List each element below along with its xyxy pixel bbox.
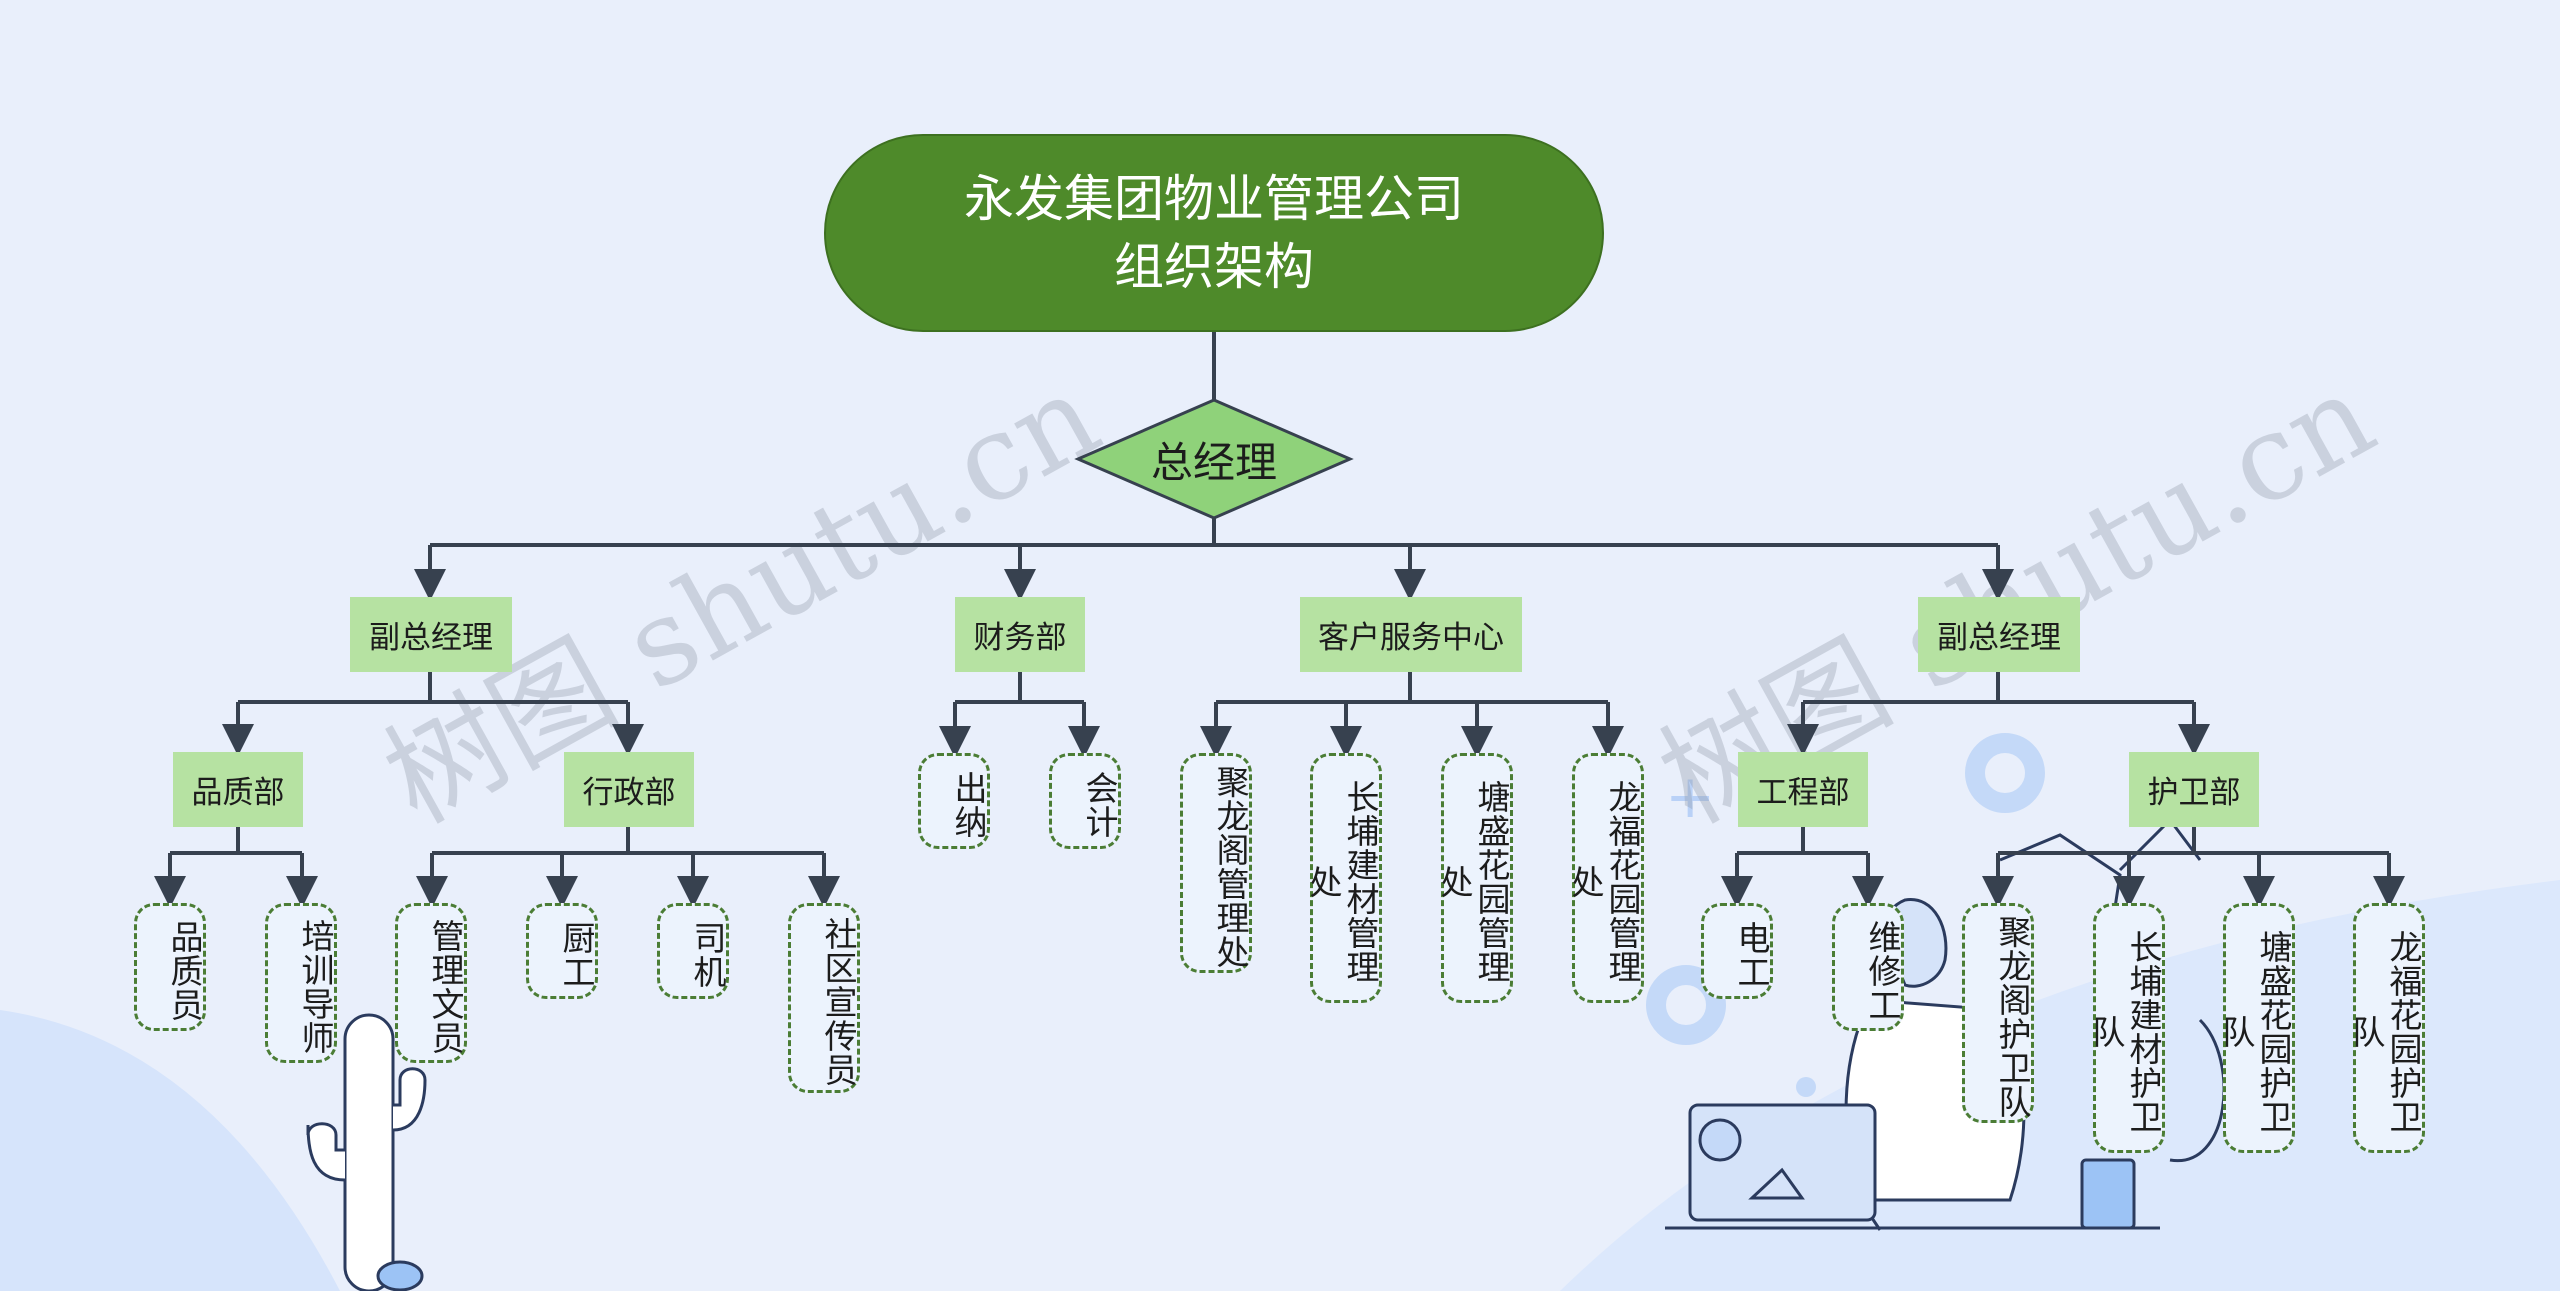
node-quality-dept[interactable]: 品质部 bbox=[173, 752, 303, 827]
leaf-cashier[interactable]: 出纳 bbox=[918, 753, 990, 849]
node-customer-service[interactable]: 客户服务中心 bbox=[1300, 597, 1522, 672]
leaf-changpu-office[interactable]: 长埔建材管理处 bbox=[1304, 753, 1382, 1003]
leaf-julongge-guard[interactable]: 聚龙阁护卫队 bbox=[1962, 903, 2034, 1123]
leaf-community-promoter[interactable]: 社区宣传员 bbox=[788, 903, 860, 1093]
leaf-longfu-guard[interactable]: 龙福花园护卫队 bbox=[2347, 903, 2425, 1153]
leaf-electrician[interactable]: 电工 bbox=[1701, 903, 1773, 999]
connector-vp-right bbox=[1787, 672, 2210, 756]
node-admin-dept[interactable]: 行政部 bbox=[564, 752, 694, 827]
leaf-changpu-guard[interactable]: 长埔建材护卫队 bbox=[2087, 903, 2165, 1153]
node-finance[interactable]: 财务部 bbox=[955, 597, 1085, 672]
leaf-quality-inspector[interactable]: 品质员 bbox=[134, 903, 206, 1031]
node-security-dept[interactable]: 护卫部 bbox=[2129, 752, 2259, 827]
leaf-tangsheng-guard[interactable]: 塘盛花园护卫队 bbox=[2217, 903, 2295, 1153]
connector-customer bbox=[1200, 672, 1624, 758]
gm-node-label[interactable]: 总经理 bbox=[1150, 437, 1277, 487]
connector-finance bbox=[939, 672, 1100, 758]
connector-quality bbox=[154, 827, 318, 908]
node-vice-gm-left[interactable]: 副总经理 bbox=[350, 597, 512, 672]
leaf-kitchen-staff[interactable]: 厨工 bbox=[526, 903, 598, 999]
leaf-tangsheng-office[interactable]: 塘盛花园管理处 bbox=[1435, 753, 1513, 1003]
leaf-admin-clerk[interactable]: 管理文员 bbox=[395, 903, 467, 1063]
node-vice-gm-right[interactable]: 副总经理 bbox=[1918, 597, 2080, 672]
leaf-accountant[interactable]: 会计 bbox=[1049, 753, 1121, 849]
gm-diamond bbox=[1074, 398, 1354, 520]
leaf-longfu-office[interactable]: 龙福花园管理处 bbox=[1566, 753, 1644, 1003]
connector-gm-level1 bbox=[414, 518, 2014, 601]
leaf-training-instructor[interactable]: 培训导师 bbox=[265, 903, 337, 1063]
cactus-illustration bbox=[306, 1013, 427, 1291]
svg-text:+: + bbox=[1665, 762, 1715, 832]
leaf-maintenance-worker[interactable]: 维修工 bbox=[1832, 903, 1904, 1031]
connector-admin bbox=[416, 827, 840, 908]
leaf-julongge-office[interactable]: 聚龙阁管理处 bbox=[1180, 753, 1252, 973]
connector-vp-left bbox=[222, 672, 644, 756]
connector-engineering bbox=[1721, 827, 1884, 908]
root-node-title[interactable]: 永发集团物业管理公司 组织架构 bbox=[824, 134, 1604, 332]
leaf-driver[interactable]: 司机 bbox=[657, 903, 729, 999]
connector-security bbox=[1982, 827, 2405, 908]
node-engineering-dept[interactable]: 工程部 bbox=[1738, 752, 1868, 827]
